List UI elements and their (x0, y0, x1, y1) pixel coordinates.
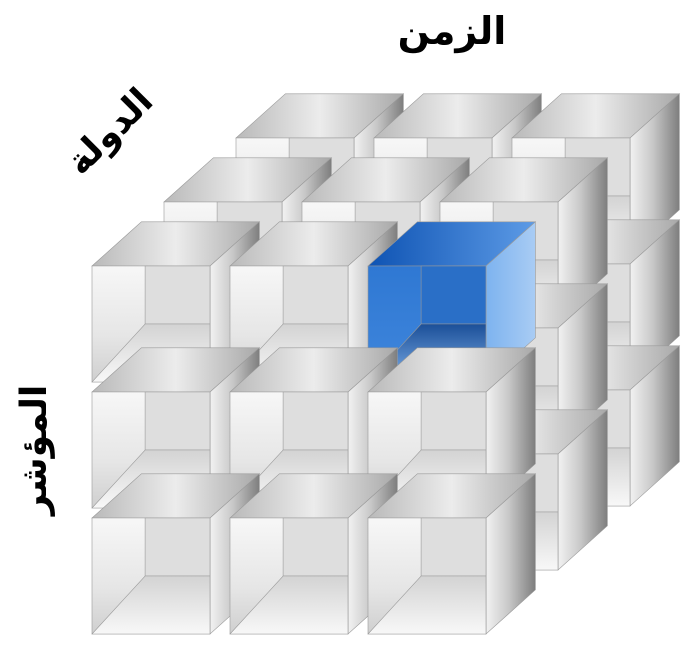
cell-inner-wall (144, 391, 211, 451)
cell-inner-floor (229, 575, 349, 635)
cube-cell (367, 473, 537, 635)
axis-label-country: الدولة (58, 80, 161, 183)
cell-inner-floor (91, 575, 211, 635)
axis-label-time: الزمن (398, 9, 507, 53)
cell-inner-wall (144, 517, 211, 577)
cell-inner-wall (144, 265, 211, 325)
cell-inner-wall (282, 391, 349, 451)
cell-inner-wall (420, 265, 487, 325)
axis-label-indicator: المؤشر (14, 385, 55, 517)
cell-inner-wall (282, 517, 349, 577)
cell-inner-wall (420, 391, 487, 451)
cell-inner-floor (367, 575, 487, 635)
cell-inner-wall (282, 265, 349, 325)
cube-cell (91, 473, 261, 635)
cube-cells (91, 93, 681, 635)
cell-inner-wall (420, 517, 487, 577)
